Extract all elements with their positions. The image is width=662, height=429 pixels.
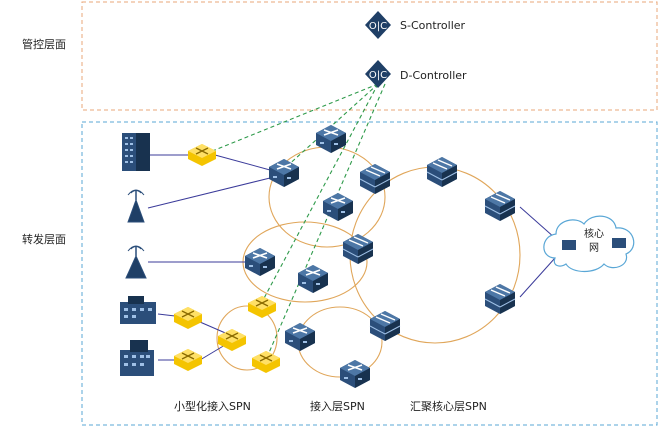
access-router-7[interactable]: [339, 359, 371, 389]
forwarding-layer-box: [81, 121, 658, 426]
core-network-label-line2: 网: [589, 242, 599, 254]
small-access-spn-label: 小型化接入SPN: [174, 399, 251, 413]
apartment-building-icon: [120, 340, 154, 376]
access-router[interactable]: [268, 158, 300, 188]
access-router-3[interactable]: [322, 192, 354, 222]
control-layer-label: 管控层面: [22, 37, 66, 51]
core-network-cloud-icon: [543, 215, 635, 273]
cell-tower-icon-2: [125, 245, 147, 279]
small-spn-router-2[interactable]: [173, 306, 203, 330]
office-building-icon: [122, 133, 150, 171]
aggregation-switch-2[interactable]: [342, 233, 374, 265]
forwarding-layer-label: 转发层面: [22, 232, 66, 246]
small-spn-router-3[interactable]: [173, 348, 203, 372]
aggregation-core-spn-label: 汇聚核心层SPN: [410, 399, 487, 413]
small-access-ring: [216, 305, 278, 371]
aggregation-switch-3[interactable]: [369, 310, 401, 342]
small-spn-router-5[interactable]: [217, 328, 247, 352]
small-spn-router-6[interactable]: [251, 350, 281, 374]
control-layer-box: [81, 1, 658, 111]
core-switch-2[interactable]: [484, 283, 516, 315]
s-controller-label: S-Controller: [400, 19, 466, 32]
core-switch[interactable]: [484, 190, 516, 222]
access-layer-spn-label: 接入层SPN: [310, 400, 365, 413]
d-controller-icon[interactable]: [365, 60, 391, 88]
access-router-5[interactable]: [297, 264, 329, 294]
small-spn-router-4[interactable]: [247, 295, 277, 319]
aggregation-switch[interactable]: [359, 163, 391, 195]
s-controller-icon[interactable]: [365, 11, 391, 39]
d-controller-label: D-Controller: [400, 69, 467, 82]
core-network-label-line1: 核心: [584, 227, 604, 240]
aggregation-switch-4[interactable]: [426, 156, 458, 188]
access-router-6[interactable]: [284, 322, 316, 352]
small-building-icon: [120, 296, 156, 324]
cell-tower-icon: [127, 189, 145, 223]
small-spn-router[interactable]: [187, 143, 217, 167]
control-links: [209, 83, 386, 356]
access-router-4[interactable]: [244, 247, 276, 277]
